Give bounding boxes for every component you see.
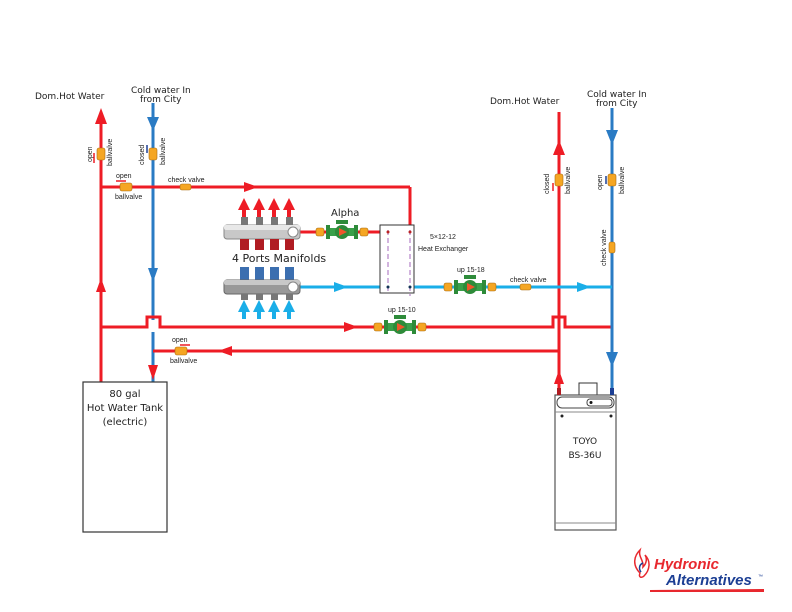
right-cold-in-label-1: Cold water In xyxy=(587,90,647,100)
hx-type-label: Heat Exchanger xyxy=(418,246,469,253)
right-vertical-check-valve-label: check valve xyxy=(601,229,608,266)
up1518-pump-label: up 15-18 xyxy=(457,267,485,274)
return-ballvalve-label: ballvalve xyxy=(170,358,197,365)
left-check-valve-label: check valve xyxy=(168,177,205,184)
return-manifold xyxy=(223,267,301,319)
tank-capacity-label: 80 gal xyxy=(109,389,140,400)
left-cold-ballvalve-label: ballvalve xyxy=(160,138,167,165)
loop-check-valve[interactable] xyxy=(519,283,532,291)
manifolds-label: 4 Ports Manifolds xyxy=(232,252,326,265)
alpha-pump[interactable] xyxy=(315,220,369,239)
left-cold-arrow-top xyxy=(147,117,159,131)
branch-ballvalve[interactable] xyxy=(116,180,133,192)
toyo-boiler xyxy=(554,382,617,531)
right-hot-ballvalve-state: closed xyxy=(544,174,551,194)
heat-exchanger xyxy=(379,224,415,296)
alpha-pump-label: Alpha xyxy=(331,208,359,219)
right-cold-ballvalve-state: open xyxy=(597,174,604,190)
left-cold-arrow-mid xyxy=(148,268,158,282)
branch-ballvalve-label: ballvalve xyxy=(115,194,142,201)
hx-to-right-cold-arrow xyxy=(577,282,591,292)
recirc-supply-arrow xyxy=(344,322,358,332)
left-hot-ballvalve[interactable] xyxy=(93,147,106,163)
right-vertical-check-valve[interactable] xyxy=(608,241,616,254)
left-hot-ballvalve-label: ballvalve xyxy=(107,139,114,166)
boiler-brand-label: TOYO xyxy=(572,437,597,447)
logo-line2: Alternatives xyxy=(665,572,752,589)
up1510-pump[interactable] xyxy=(373,315,427,334)
left-dom-hot-arrow xyxy=(95,108,107,124)
logo-tm: ™ xyxy=(758,574,763,580)
logo-line1: Hydronic xyxy=(654,556,720,573)
hot-water-tank xyxy=(82,381,168,533)
left-cold-arrow-bottom xyxy=(148,365,158,380)
recirc-return-arrow xyxy=(218,346,232,356)
return-ballvalve[interactable] xyxy=(174,344,190,356)
hydronic-alternatives-logo: Hydronic Alternatives ™ xyxy=(634,547,764,592)
right-dom-hot-water-label: Dom.Hot Water xyxy=(490,97,560,107)
hx-model-label: 5×12-12 xyxy=(430,234,456,241)
up1510-pump-label: up 15-10 xyxy=(388,307,416,314)
boiler-model-label: BS-36U xyxy=(568,451,601,461)
right-hot-up-arrow-low xyxy=(554,370,564,384)
right-hot-ballvalve[interactable] xyxy=(552,173,564,191)
right-cold-arrow-bottom xyxy=(606,352,618,367)
hx-supply-arrow xyxy=(244,182,258,192)
right-hot-ballvalve-label: ballvalve xyxy=(565,167,572,194)
left-hot-ballvalve-state: open xyxy=(87,146,94,162)
left-cold-in-label-1: Cold water In xyxy=(131,86,191,96)
right-cold-ballvalve[interactable] xyxy=(605,173,617,187)
right-cold-in-label-2: from City xyxy=(596,99,638,109)
right-cold-arrow-top xyxy=(606,130,618,145)
right-cold-ballvalve-label: ballvalve xyxy=(619,167,626,194)
tank-fuel-label: (electric) xyxy=(103,417,148,428)
flame-icon xyxy=(634,547,650,578)
up1518-pump[interactable] xyxy=(443,275,497,294)
tank-type-label: Hot Water Tank xyxy=(87,403,163,414)
left-dom-hot-water-label: Dom.Hot Water xyxy=(35,92,105,102)
return-ballvalve-state: open xyxy=(172,337,188,344)
branch-ballvalve-state: open xyxy=(116,173,132,180)
supply-manifold xyxy=(223,198,301,250)
loop-check-valve-label: check valve xyxy=(510,277,547,284)
recirc-supply-pipe xyxy=(101,315,612,329)
right-dom-hot-arrow xyxy=(553,140,565,155)
left-cold-in-label-2: from City xyxy=(140,95,182,105)
left-cold-ballvalve-state: closed xyxy=(139,145,146,165)
left-cold-ballvalve[interactable] xyxy=(146,145,158,161)
manifold-return-arrow xyxy=(334,282,348,292)
left-hot-up-arrow-low xyxy=(96,278,106,292)
left-check-valve[interactable] xyxy=(179,183,192,191)
